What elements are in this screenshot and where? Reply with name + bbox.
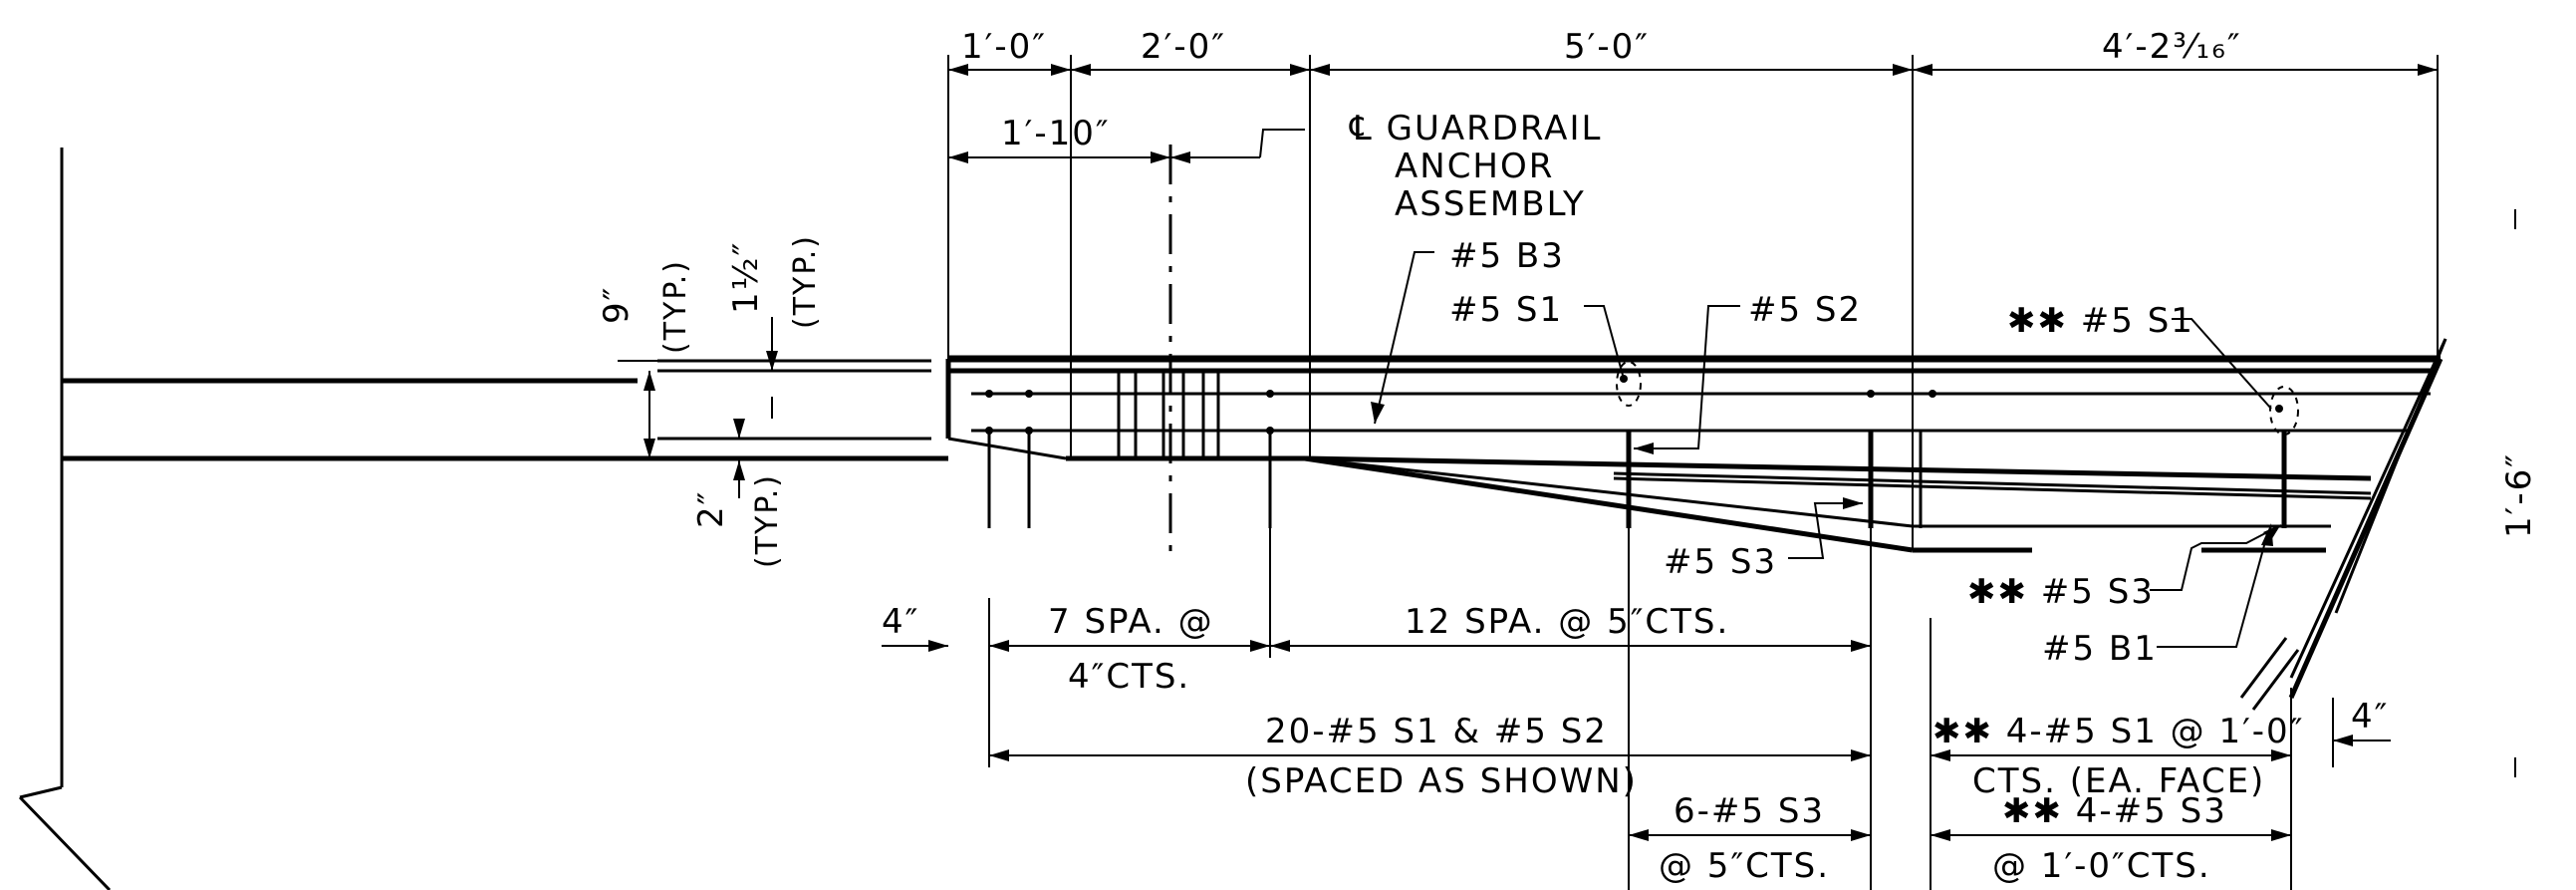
- leader-lines: [1371, 251, 2299, 648]
- callout-s2: #5 S2: [1748, 290, 1862, 330]
- dim-9: 9″: [597, 286, 637, 324]
- vertical-dimension-labels: 9″ (TYP.) 1½″ (TYP.) 2″ (TYP.) 1′-6″: [597, 234, 2539, 568]
- callout-b3: #5 B3: [1449, 236, 1565, 276]
- face-line-1: ✱✱ 4-#5 S1 @ 1′-0″: [1932, 712, 2304, 751]
- spa12: 12 SPA. @ 5″CTS.: [1405, 602, 1729, 642]
- callout-s3-star: ✱✱ #5 S3: [1967, 572, 2155, 612]
- spa7-line-1: 7 SPA. @: [1048, 602, 1214, 642]
- callout-b1: #5 B1: [2042, 629, 2158, 669]
- top-dimension-labels: 1′-0″ 2′-0″ 5′-0″ 4′-2³⁄₁₆″ 1′-10″: [961, 27, 2242, 153]
- dim-9-typ: (TYP.): [658, 259, 693, 354]
- dim-4-right: 4″: [2351, 697, 2389, 737]
- s3-6-line-1: 6-#5 S3: [1674, 791, 1825, 831]
- guardrail-callout: ℄ GUARDRAIL ANCHOR ASSEMBLY: [1349, 109, 1602, 224]
- face-line-4: @ 1′-0″CTS.: [1992, 846, 2211, 886]
- callout-s1-star: ✱✱ #5 S1: [2007, 301, 2194, 341]
- vertical-stirrups: [985, 369, 2287, 528]
- arrowheads: [644, 64, 2438, 841]
- s3-6-line-2: @ 5″CTS.: [1659, 846, 1830, 886]
- spa7-line-2: 4″CTS.: [1068, 657, 1190, 697]
- dim-4-2-3-16: 4′-2³⁄₁₆″: [2102, 27, 2242, 67]
- dimension-lines: [618, 69, 2438, 836]
- dim-1-half-typ: (TYP.): [788, 234, 823, 329]
- dim-5-0: 5′-0″: [1564, 27, 1650, 67]
- dim-2: 2″: [691, 490, 731, 528]
- guardrail-line-1: ℄ GUARDRAIL: [1349, 109, 1602, 148]
- dim-1-10: 1′-10″: [1001, 114, 1111, 153]
- callout-s1: #5 S1: [1449, 290, 1563, 330]
- deck-slab-outline: [18, 148, 2447, 890]
- extension-lines: [947, 55, 2516, 890]
- face-line-3: ✱✱ 4-#5 S3: [2002, 791, 2227, 831]
- callout-s3: #5 S3: [1664, 542, 1777, 582]
- spacing-labels: 7 SPA. @ 4″CTS. 12 SPA. @ 5″CTS. 20-#5 S…: [882, 602, 2389, 886]
- bars20-line-1: 20-#5 S1 & #5 S2: [1265, 712, 1608, 751]
- dim-1-6: 1′-6″: [2499, 452, 2539, 538]
- guardrail-line-2: ANCHOR: [1395, 147, 1554, 186]
- dim-4-left: 4″: [882, 602, 919, 642]
- dim-1-half: 1½″: [726, 241, 766, 314]
- dim-2-typ: (TYP.): [750, 473, 785, 568]
- dim-2-0: 2′-0″: [1141, 27, 1226, 67]
- guardrail-line-3: ASSEMBLY: [1395, 184, 1586, 224]
- dim-1-0: 1′-0″: [961, 27, 1047, 67]
- bars20-line-2: (SPACED AS SHOWN): [1245, 761, 1638, 801]
- rebar-callouts: #5 B3 #5 S1 #5 S2 ✱✱ #5 S1 #5 S3 ✱✱ #5 S…: [1449, 236, 2194, 669]
- face-line-2: CTS. (EA. FACE): [1972, 761, 2265, 801]
